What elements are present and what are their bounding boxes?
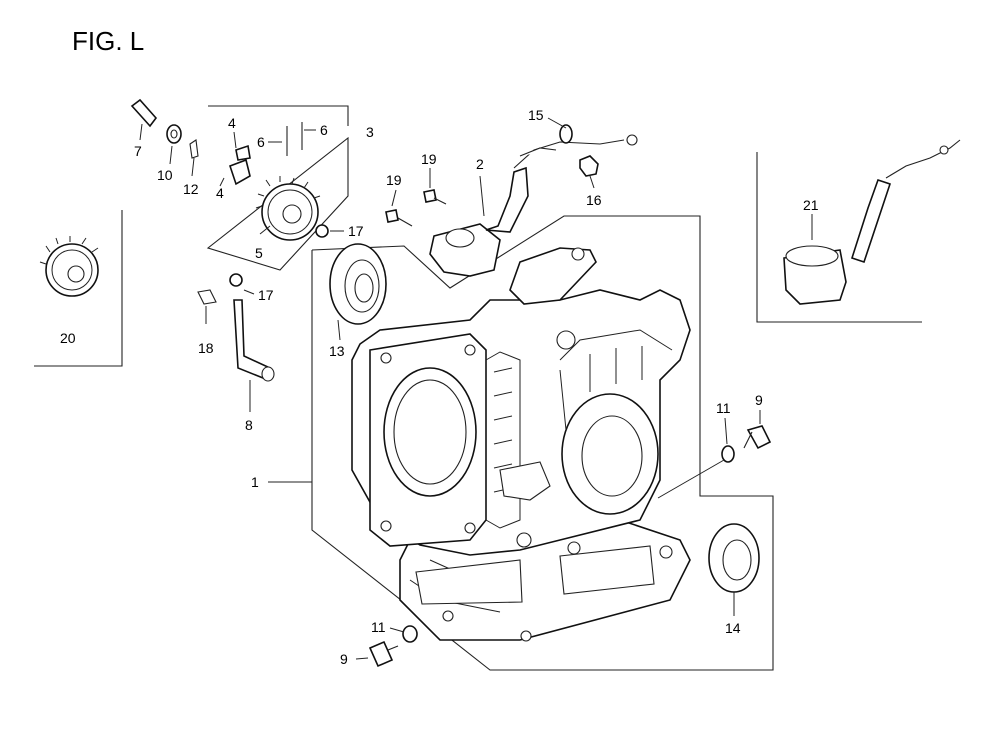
callout-2: 2 xyxy=(476,156,484,172)
callout-7: 7 xyxy=(134,143,142,159)
callouts: 1 2 3 4 4 5 6 6 7 8 9 9 10 11 11 12 13 1… xyxy=(60,107,819,667)
crankcase xyxy=(351,247,691,642)
callout-20: 20 xyxy=(60,330,76,346)
bearing-13 xyxy=(329,243,387,325)
drain-plugs xyxy=(368,425,772,668)
figure-title: FIG. L xyxy=(72,26,145,56)
callout-17-mid: 17 xyxy=(258,287,274,303)
oil-alert-assembly xyxy=(385,124,638,277)
callout-11-right: 11 xyxy=(716,400,731,416)
callout-12: 12 xyxy=(183,181,199,197)
governor-gear-assembly xyxy=(228,122,321,241)
callout-11-bottom: 11 xyxy=(371,619,386,635)
callout-16: 16 xyxy=(586,192,602,208)
callout-13: 13 xyxy=(329,343,345,359)
callout-4-bottom: 4 xyxy=(216,185,224,201)
callout-18: 18 xyxy=(198,340,214,356)
callout-6-left: 6 xyxy=(257,134,265,150)
callout-8: 8 xyxy=(245,417,253,433)
callout-6-right: 6 xyxy=(320,122,328,138)
callout-9-bottom: 9 xyxy=(340,651,348,667)
callout-1: 1 xyxy=(251,474,259,490)
callout-9-right: 9 xyxy=(755,392,763,408)
oil-seal-14 xyxy=(708,523,760,593)
callout-19-left: 19 xyxy=(386,172,402,188)
callout-17-top: 17 xyxy=(348,223,364,239)
callout-14: 14 xyxy=(725,620,741,636)
callout-19-right: 19 xyxy=(421,151,437,167)
callout-15: 15 xyxy=(528,107,544,123)
oil-alert-21 xyxy=(783,139,961,305)
leader-lines xyxy=(139,117,813,660)
callout-4-top: 4 xyxy=(228,115,236,131)
callout-5: 5 xyxy=(255,245,263,261)
callout-3: 3 xyxy=(366,124,374,140)
callout-21: 21 xyxy=(803,197,819,213)
gear-20 xyxy=(39,236,99,297)
small-parts-left xyxy=(130,98,329,382)
callout-10: 10 xyxy=(157,167,173,183)
